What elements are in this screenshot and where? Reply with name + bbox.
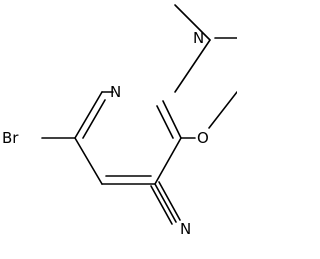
atom-label-amine-n: N bbox=[193, 29, 204, 47]
bond-c6-c5 bbox=[74, 91, 103, 139]
bond-nitrile-b bbox=[158, 181, 181, 221]
atom-label-nitrile-n: N bbox=[180, 220, 191, 238]
bond-c5-c4 bbox=[74, 137, 103, 185]
bond-o-ch2 bbox=[208, 91, 238, 129]
atom-label-o: O bbox=[197, 129, 209, 147]
atom-label-ring-n: N bbox=[110, 83, 121, 101]
bond-c6-c5-double bbox=[82, 99, 106, 139]
bond-c2-n-double bbox=[156, 105, 174, 139]
bond-c3-c2 bbox=[154, 137, 182, 185]
bond-c2-n bbox=[162, 100, 182, 139]
bond-ch2-ch2 bbox=[174, 39, 211, 93]
bond-nitrile-a bbox=[150, 185, 173, 225]
atom-label-br: Br bbox=[2, 129, 19, 147]
structure-canvas: Br N O N N bbox=[2, 4, 238, 238]
bond-n-methyl-left bbox=[174, 4, 211, 41]
chemical-structure-diagram: Br N O N N bbox=[2, 4, 238, 238]
bond-c3-cn bbox=[154, 183, 177, 223]
